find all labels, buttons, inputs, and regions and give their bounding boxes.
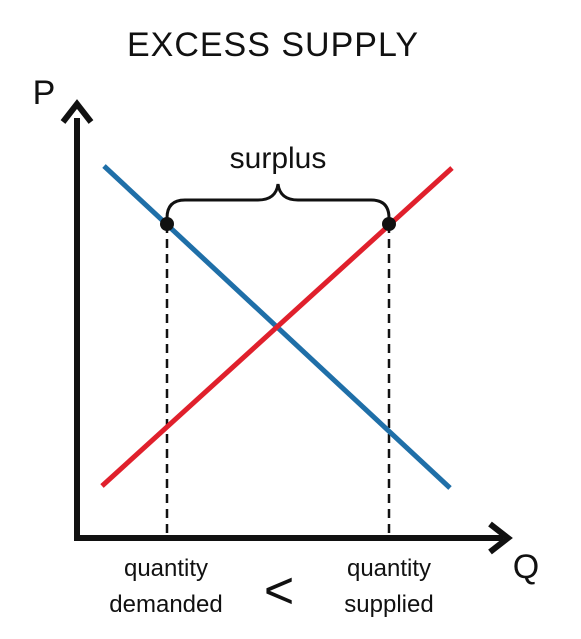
y-axis-label: P (33, 74, 56, 112)
surplus-label: surplus (230, 142, 327, 175)
quantity-demanded-label-line1: quantity (124, 555, 208, 582)
quantity-demanded-point (160, 217, 174, 231)
quantity-supplied-label-line2: supplied (344, 591, 433, 618)
surplus-brace (165, 183, 391, 219)
y-axis-arrow (60, 99, 94, 124)
quantity-supplied-label-line1: quantity (347, 555, 431, 582)
comparison-symbol: < (264, 562, 294, 620)
quantity-supplied-point (382, 217, 396, 231)
x-axis-arrow (488, 521, 513, 555)
quantity-demanded-label-line2: demanded (109, 591, 222, 618)
x-axis-label: Q (513, 548, 539, 586)
diagram-title: EXCESS SUPPLY (127, 26, 419, 64)
